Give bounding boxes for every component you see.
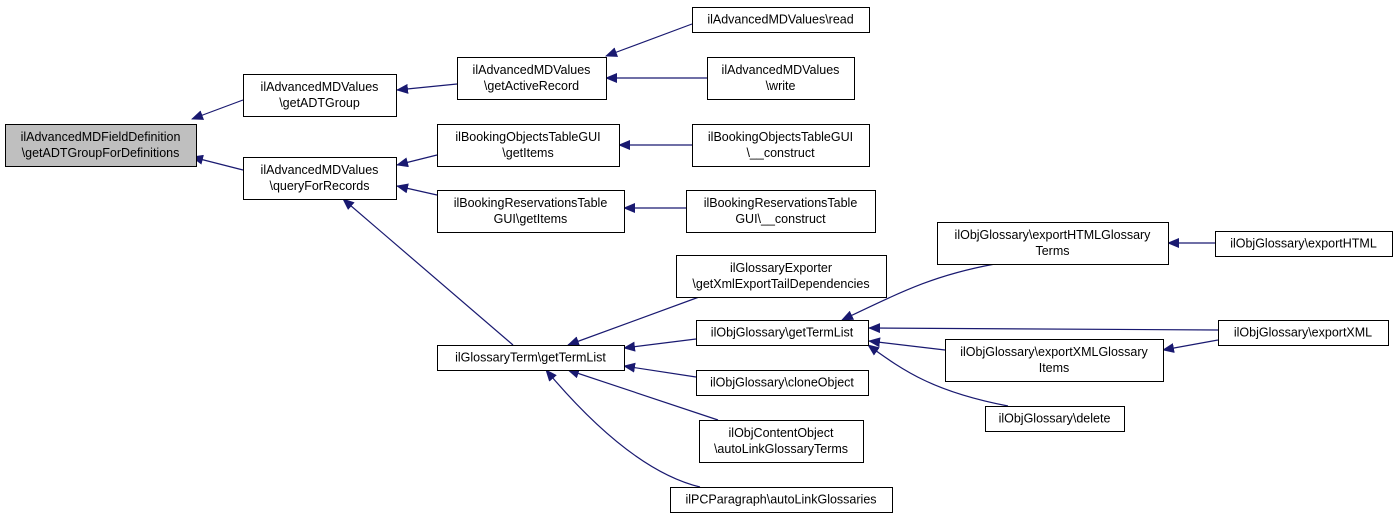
node-bookingResConstruct[interactable]: ilBookingReservationsTableGUI\__construc… xyxy=(686,190,876,233)
node-label-line: ilObjGlossary\getTermList xyxy=(711,326,854,340)
node-box xyxy=(243,157,397,200)
node-label-line: ilGlossaryTerm\getTermList xyxy=(455,351,606,365)
node-label-line: GUI\__construct xyxy=(735,212,826,226)
node-box xyxy=(692,7,870,33)
node-bookingObjConstruct[interactable]: ilBookingObjectsTableGUI \__construct xyxy=(692,124,870,167)
edge-glossaryExporter-to-glossaryTermGetTermList xyxy=(567,292,711,346)
node-root[interactable]: ilAdvancedMDFieldDefinition \getADTGroupF… xyxy=(5,124,197,167)
node-box xyxy=(243,74,397,117)
node-exportHTML[interactable]: ilObjGlossary\exportHTML xyxy=(1215,231,1393,257)
edge-delete-to-objGlossaryGetTermList xyxy=(867,344,1009,407)
edge-autoLinkGlossaryTerms-to-glossaryTermGetTermList xyxy=(567,368,719,421)
node-label-line: \getADTGroup xyxy=(279,96,360,110)
node-label-line: ilObjGlossary\exportHTMLGlossary xyxy=(955,228,1152,242)
node-label-line: ilBookingObjectsTableGUI xyxy=(708,130,853,144)
node-label-line: ilAdvancedMDValues xyxy=(473,63,591,77)
node-label-line: \autoLinkGlossaryTerms xyxy=(714,442,848,456)
node-box xyxy=(1215,231,1393,257)
node-queryForRecords[interactable]: ilAdvancedMDValues \queryForRecords xyxy=(243,157,397,200)
node-label-line: \getXmlExportTailDependencies xyxy=(692,277,869,291)
node-objGlossaryGetTermList[interactable]: ilObjGlossary\getTermList xyxy=(696,320,869,346)
node-label-line: \getActiveRecord xyxy=(484,79,579,93)
node-box xyxy=(437,345,625,371)
node-box xyxy=(437,124,620,167)
edge-objGlossaryGetTermList-to-glossaryTermGetTermList xyxy=(623,338,697,352)
node-box xyxy=(670,487,893,513)
node-autoLinkGlossaries[interactable]: ilPCParagraph\autoLinkGlossaries xyxy=(670,487,893,513)
node-getADTGroup[interactable]: ilAdvancedMDValues \getADTGroup xyxy=(243,74,397,117)
node-box xyxy=(437,190,625,233)
node-box xyxy=(5,124,197,167)
node-label-line: ilObjGlossary\delete xyxy=(999,412,1111,426)
node-label-line: Terms xyxy=(1035,244,1069,258)
node-label-line: Items xyxy=(1039,361,1070,375)
edge-queryForRecords-to-root xyxy=(191,154,244,171)
node-glossaryExporter[interactable]: ilGlossaryExporter \getXmlExportTailDepen… xyxy=(676,255,887,298)
node-label-line: ilPCParagraph\autoLinkGlossaries xyxy=(685,493,876,507)
node-label-line: \getItems xyxy=(502,146,553,160)
node-read[interactable]: ilAdvancedMDValues\read xyxy=(692,7,870,33)
node-label-line: ilGlossaryExporter xyxy=(730,261,832,275)
edge-exportXML-to-exportXMLGlossaryItems xyxy=(1162,339,1219,353)
nodes-layer: ilAdvancedMDFieldDefinition \getADTGroupF… xyxy=(5,7,1393,513)
node-label-line: ilObjContentObject xyxy=(729,426,834,440)
edge-exportXML-to-objGlossaryGetTermList xyxy=(868,323,1219,334)
node-box xyxy=(696,370,869,396)
edge-bookingObjGetItems-to-queryForRecords xyxy=(396,154,438,168)
edges-layer xyxy=(191,23,1219,488)
node-label-line: ilObjGlossary\cloneObject xyxy=(710,376,854,390)
edge-read-to-getActiveRecord xyxy=(605,23,693,57)
edge-exportXMLGlossaryItems-to-objGlossaryGetTermList xyxy=(868,337,946,351)
node-box xyxy=(692,124,870,167)
node-label-line: \getADTGroupForDefinitions xyxy=(22,146,180,160)
node-label-line: ilAdvancedMDValues xyxy=(722,63,840,77)
node-getActiveRecord[interactable]: ilAdvancedMDValues \getActiveRecord xyxy=(457,57,607,100)
node-label-line: GUI\getItems xyxy=(494,212,568,226)
node-delete[interactable]: ilObjGlossary\delete xyxy=(985,406,1125,432)
edge-glossaryTermGetTermList-to-queryForRecords xyxy=(342,198,514,346)
node-box xyxy=(699,420,864,463)
node-box xyxy=(676,255,887,298)
edge-getActiveRecord-to-getADTGroup xyxy=(396,83,458,94)
node-label-line: ilAdvancedMDFieldDefinition xyxy=(21,130,181,144)
node-cloneObject[interactable]: ilObjGlossary\cloneObject xyxy=(696,370,869,396)
node-write[interactable]: ilAdvancedMDValues \write xyxy=(707,57,855,100)
node-box xyxy=(707,57,855,100)
edge-autoLinkGlossaries-to-glossaryTermGetTermList xyxy=(545,369,701,488)
edge-cloneObject-to-glossaryTermGetTermList xyxy=(623,362,697,378)
edge-exportHTMLGlossaryTerms-to-objGlossaryGetTermList xyxy=(841,263,996,321)
node-autoLinkGlossaryTerms[interactable]: ilObjContentObject \autoLinkGlossaryTerms xyxy=(699,420,864,463)
node-box xyxy=(1218,320,1389,346)
node-label-line: ilAdvancedMDValues xyxy=(261,80,379,94)
node-box xyxy=(945,339,1164,382)
node-bookingObjGetItems[interactable]: ilBookingObjectsTableGUI \getItems xyxy=(437,124,620,167)
node-box xyxy=(985,406,1125,432)
edge-bookingResGetItems-to-queryForRecords xyxy=(396,183,438,196)
node-label-line: \__construct xyxy=(746,146,815,160)
node-box xyxy=(696,320,869,346)
node-label-line: ilBookingReservationsTable xyxy=(454,196,608,210)
node-label-line: ilObjGlossary\exportHTML xyxy=(1230,237,1377,251)
node-label-line: ilObjGlossary\exportXMLGlossary xyxy=(960,345,1148,359)
node-glossaryTermGetTermList[interactable]: ilGlossaryTerm\getTermList xyxy=(437,345,625,371)
node-box xyxy=(457,57,607,100)
node-label-line: ilAdvancedMDValues\read xyxy=(707,13,853,27)
node-label-line: ilAdvancedMDValues xyxy=(261,163,379,177)
node-box xyxy=(937,222,1169,265)
edge-getADTGroup-to-root xyxy=(191,99,244,120)
node-label-line: \queryForRecords xyxy=(269,179,369,193)
node-exportXML[interactable]: ilObjGlossary\exportXML xyxy=(1218,320,1389,346)
node-label-line: ilObjGlossary\exportXML xyxy=(1234,326,1372,340)
node-label-line: ilBookingReservationsTable xyxy=(704,196,858,210)
node-label-line: \write xyxy=(766,79,796,93)
node-box xyxy=(686,190,876,233)
node-label-line: ilBookingObjectsTableGUI xyxy=(455,130,600,144)
